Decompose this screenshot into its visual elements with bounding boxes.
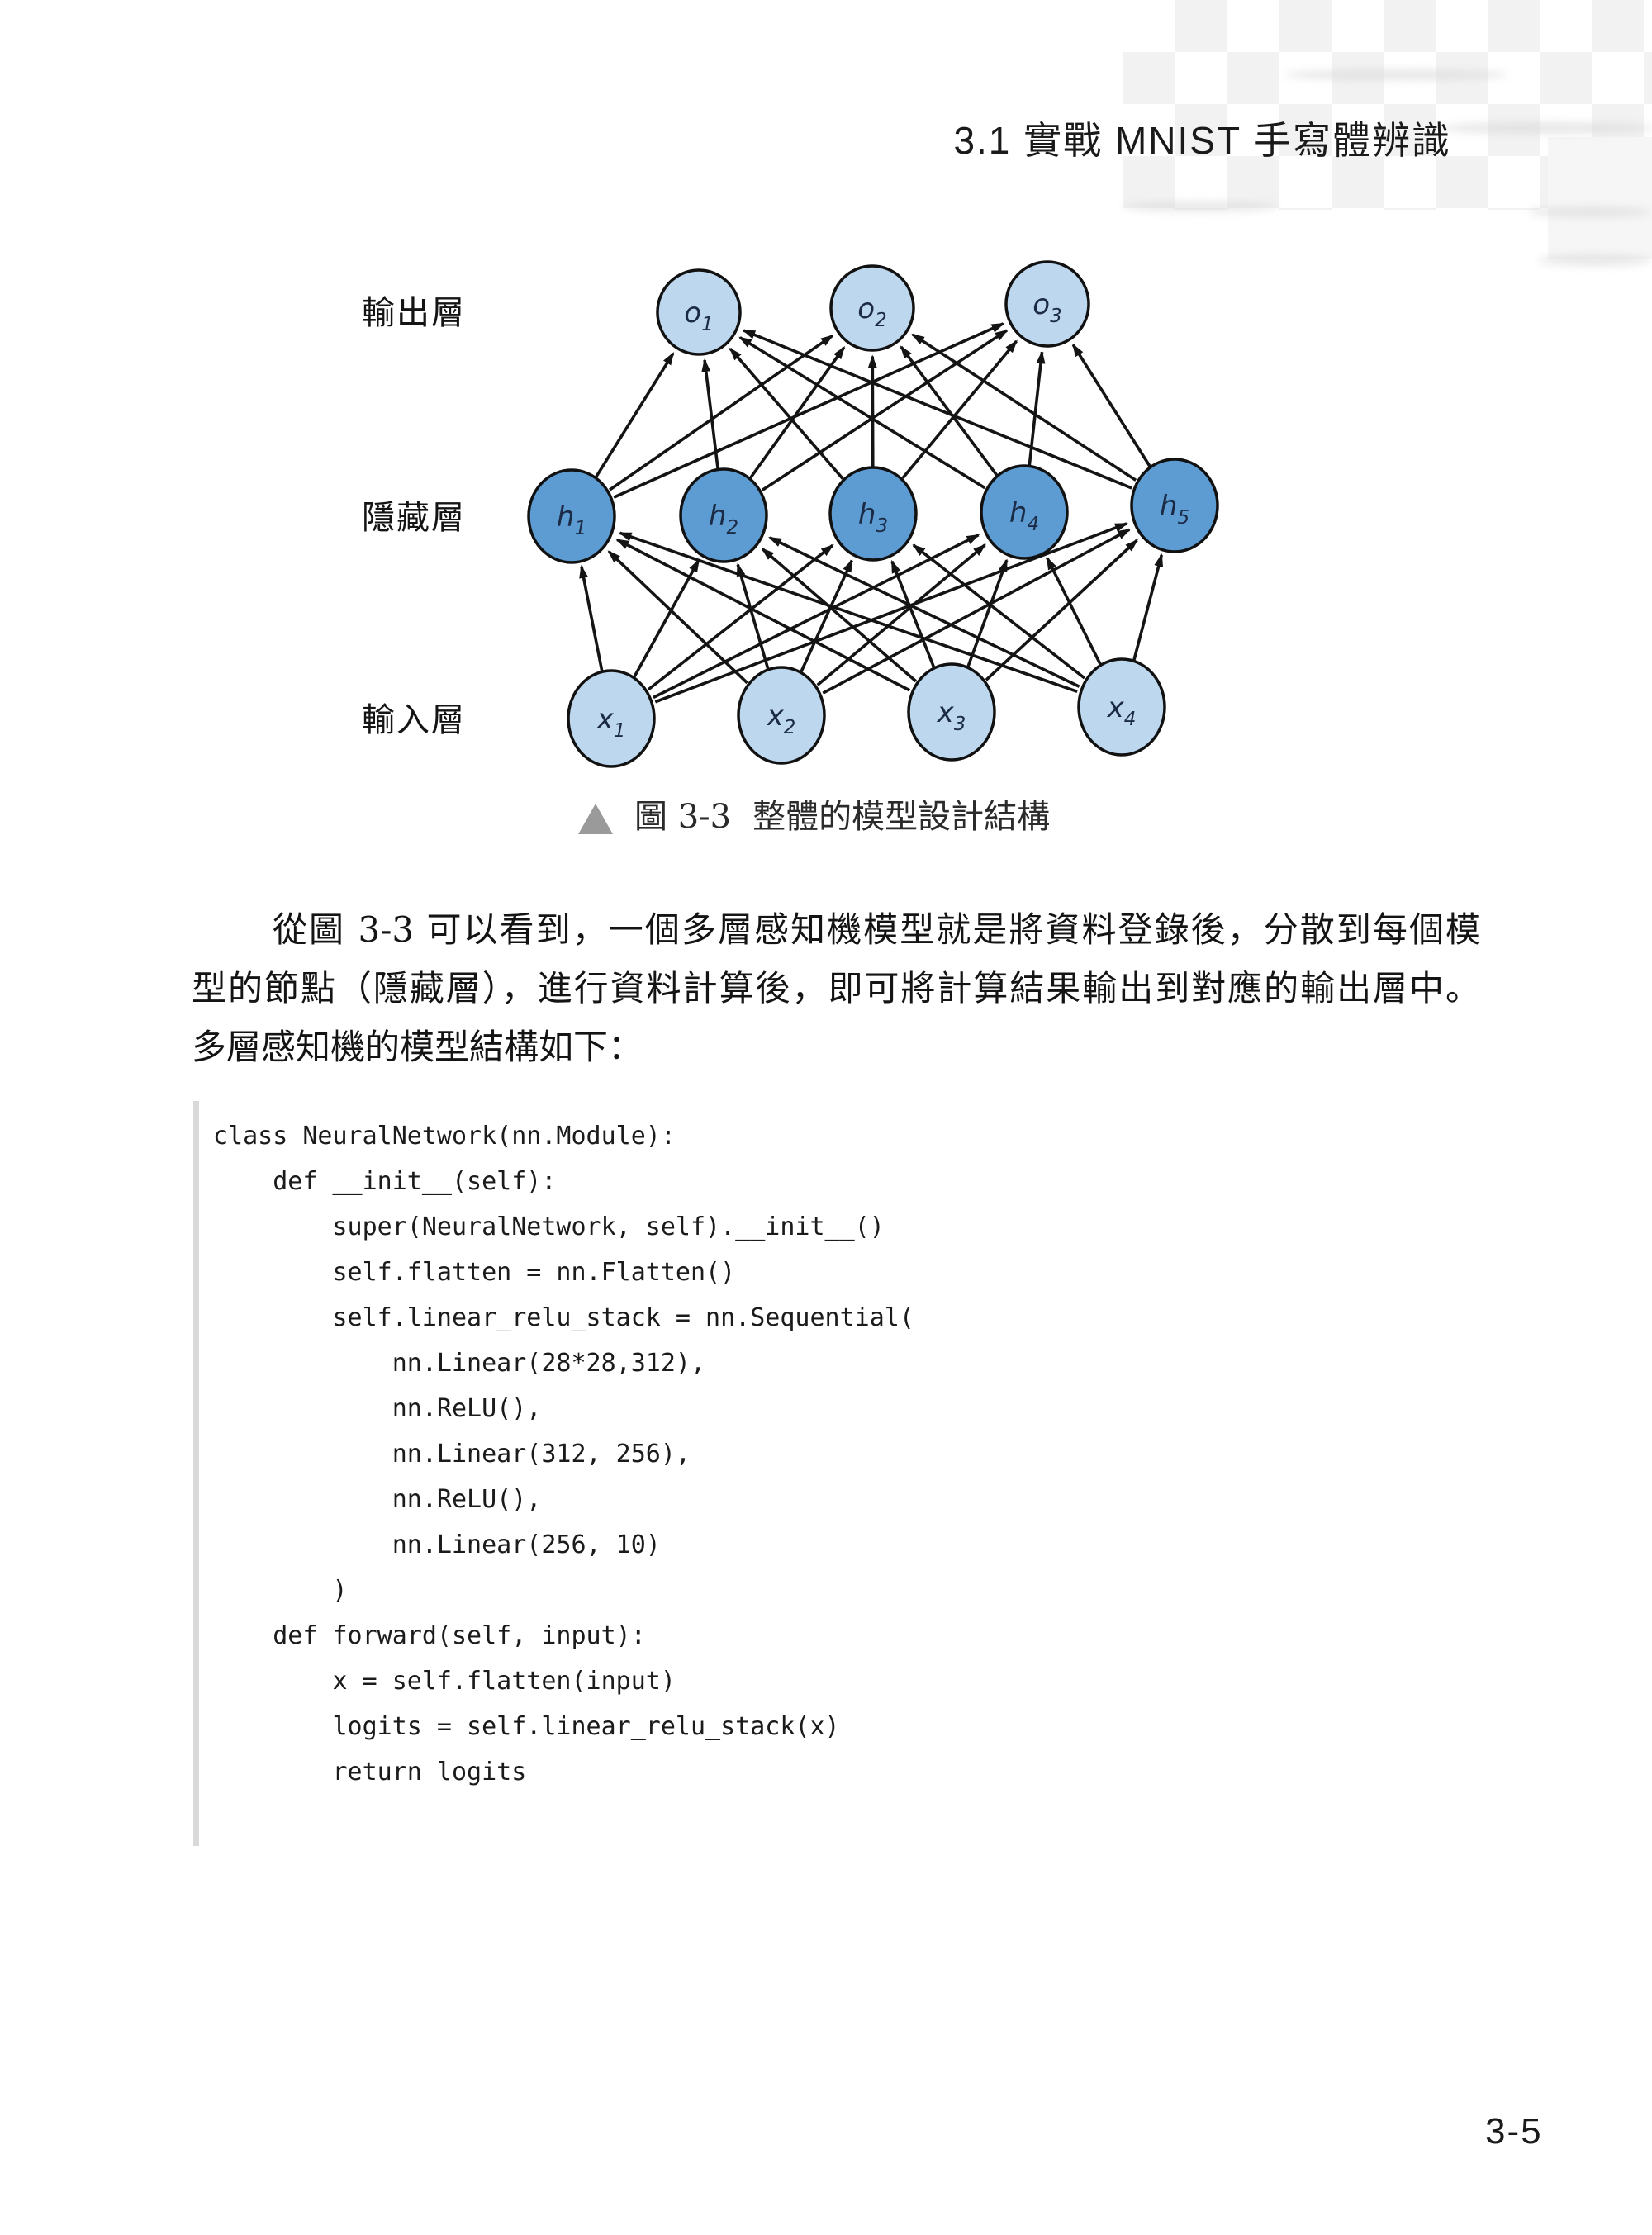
decoration-shadow xyxy=(1284,69,1507,80)
node-h2 xyxy=(679,467,768,563)
page-header-title: 3.1 實戰 MNIST 手寫體辨識 xyxy=(953,119,1451,162)
node-o3 xyxy=(1004,260,1090,348)
layer-label-output: 輸出層 xyxy=(362,294,466,332)
decoration-shadow xyxy=(1538,254,1652,266)
code-block-left-bar xyxy=(193,1101,199,1846)
paragraph-line: 型的節點（隱藏層），進行資料計算後，即可將計算結果輸出到對應的輸出層中。 xyxy=(192,968,1480,1008)
decoration-shadow xyxy=(1528,206,1652,217)
node-h1 xyxy=(527,468,616,564)
node-label-h3: h3 xyxy=(858,498,888,537)
node-x1 xyxy=(567,669,656,768)
layer-label-hidden: 隱藏層 xyxy=(362,499,466,537)
figure-caption-title: 整體的模型設計結構 xyxy=(752,798,1051,836)
caption-triangle-icon xyxy=(578,804,613,834)
page-number: 3-5 xyxy=(1485,2111,1543,2152)
node-h3 xyxy=(828,466,918,562)
node-x4 xyxy=(1077,657,1166,757)
node-o1 xyxy=(656,268,742,356)
node-h5 xyxy=(1130,458,1219,553)
layer-label-input: 輸入層 xyxy=(362,701,466,739)
node-h4 xyxy=(980,464,1069,560)
node-x3 xyxy=(907,662,996,762)
code-block: class NeuralNetwork(nn.Module): def __in… xyxy=(213,1122,914,1787)
node-x2 xyxy=(737,666,826,765)
corner-checker-decoration xyxy=(1548,137,1652,259)
node-label-o3: o3 xyxy=(1032,288,1061,327)
paragraph-line: 從圖 3-3 可以看到，一個多層感知機模型就是將資料登錄後，分散到每個模 xyxy=(273,909,1480,950)
figure-caption-label: 圖 3-3 xyxy=(634,798,732,836)
paragraph-line: 多層感知機的模型結構如下： xyxy=(192,1027,643,1067)
decoration-shadow xyxy=(1122,202,1279,211)
node-o2 xyxy=(829,264,915,352)
body-paragraph: 從圖 3-3 可以看到，一個多層感知機模型就是將資料登錄後，分散到每個模 型的節… xyxy=(192,900,1480,1076)
figure-caption: 圖 3-3 整體的模型設計結構 xyxy=(578,795,1050,838)
decoration-shadow xyxy=(1439,122,1652,134)
connection-arrows xyxy=(579,322,1164,704)
